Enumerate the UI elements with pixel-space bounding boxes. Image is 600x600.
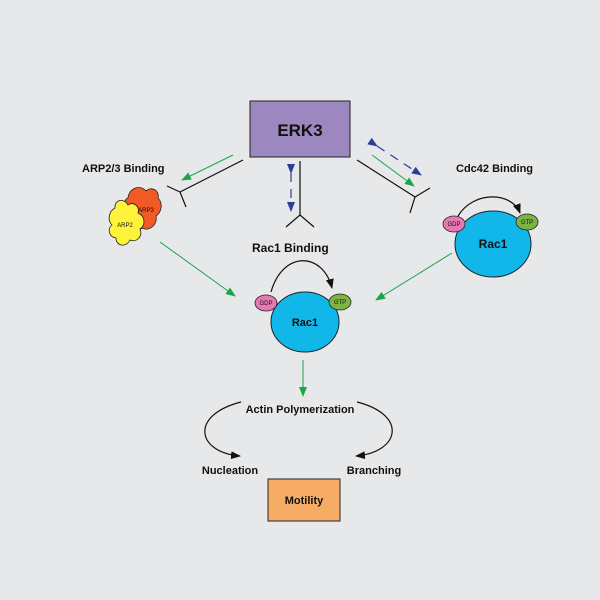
- gdp-right-label: GDP: [447, 222, 460, 228]
- gdp-center-label: GDP: [259, 301, 272, 307]
- rac1-binding-label: Rac1 Binding: [252, 241, 329, 255]
- cdc42-binding-reversible-arrow: [367, 137, 422, 176]
- gtp-center-label: GTP: [334, 300, 346, 306]
- rac1-center-complex: Rac1 GDP GTP: [254, 260, 352, 353]
- rac1-right-exchange-arrow: [457, 196, 521, 217]
- arp-to-rac1-arrow: [159, 241, 236, 297]
- gtp-right-label: GTP: [521, 220, 533, 226]
- cdc42-binding-label: Cdc42 Binding: [456, 163, 533, 175]
- to-nucleation-arrow: [204, 401, 242, 460]
- arp-binding-connector: [166, 159, 244, 208]
- arp2-3-complex: ARP3 ARP2: [108, 187, 162, 246]
- cdc42-to-rac1-arrow: [375, 252, 453, 301]
- rac1-right-body: [454, 210, 532, 278]
- gtp-right: [515, 213, 539, 231]
- rac1-binding-connector: [285, 161, 315, 228]
- motility-node: Motility: [267, 478, 341, 522]
- erk3-label: ERK3: [277, 121, 322, 140]
- arp-binding-label: ARP2/3 Binding: [82, 163, 165, 175]
- rac1-center-exchange-arrow: [270, 260, 334, 293]
- actin-polymerization-label: Actin Polymerization: [246, 404, 355, 416]
- gdp-center: [254, 294, 278, 312]
- motility-label: Motility: [285, 495, 324, 507]
- rac1-center-label: Rac1: [292, 317, 318, 329]
- gtp-center: [328, 293, 352, 311]
- erk3-node: ERK3: [249, 100, 351, 158]
- arp2-label: ARP2: [117, 223, 133, 229]
- rac1-center-body: [270, 291, 340, 353]
- erk3-to-arp-arrow: [181, 154, 234, 181]
- rac1-right-complex: Rac1 GDP GTP: [442, 196, 539, 278]
- to-branching-arrow: [355, 401, 393, 460]
- nucleation-label: Nucleation: [202, 465, 259, 477]
- gdp-right: [442, 215, 466, 233]
- erk3-to-cdc42-arrow: [371, 154, 415, 187]
- arp3-label: ARP3: [138, 208, 154, 214]
- branching-label: Branching: [347, 465, 401, 477]
- rac1-right-label: Rac1: [479, 237, 508, 251]
- arp2-shape: [108, 200, 145, 246]
- cdc42-binding-connector: [356, 159, 431, 214]
